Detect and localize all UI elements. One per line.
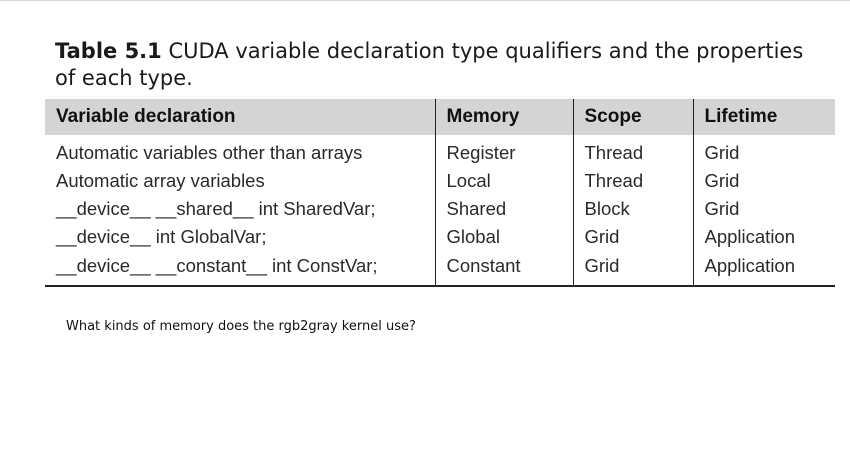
table-row: __device__ int GlobalVar; Global Grid Ap… (45, 223, 835, 251)
cell-memory: Global (434, 223, 573, 251)
top-divider (0, 0, 850, 1)
table-row: Automatic variables other than arrays Re… (45, 135, 835, 167)
cell-lifetime: Application (692, 251, 835, 286)
cell-memory: Register (434, 135, 573, 167)
cell-scope: Thread (572, 167, 693, 195)
column-header-variable-declaration: Variable declaration (45, 99, 435, 135)
table-row: Automatic array variables Local Thread G… (45, 167, 835, 195)
cell-variable-declaration: Automatic array variables (56, 170, 265, 191)
cell-memory: Local (434, 167, 573, 195)
table-caption-label: Table 5.1 (55, 39, 162, 63)
question-text: What kinds of memory does the rgb2gray k… (66, 319, 416, 334)
column-header-scope: Scope (572, 99, 693, 135)
cell-lifetime: Grid (692, 135, 835, 167)
cell-memory: Constant (434, 251, 573, 286)
cell-memory: Shared (434, 195, 573, 223)
cell-variable-declaration: __device__ int GlobalVar; (56, 226, 267, 247)
cell-scope: Grid (572, 223, 693, 251)
table-row: __device__ __shared__ int SharedVar; Sha… (45, 195, 835, 223)
column-header-memory: Memory (434, 99, 573, 135)
cell-lifetime: Grid (692, 195, 835, 223)
table-caption: Table 5.1 CUDA variable declaration type… (55, 38, 815, 92)
cell-scope: Grid (572, 251, 693, 286)
cell-variable-declaration: __device__ __shared__ int SharedVar; (56, 198, 376, 219)
table-caption-text: CUDA variable declaration type qualifier… (55, 39, 804, 90)
cell-lifetime: Application (692, 223, 835, 251)
cell-scope: Block (572, 195, 693, 223)
cell-variable-declaration: Automatic variables other than arrays (56, 142, 363, 163)
data-table: Variable declaration Memory Scope Lifeti… (45, 99, 835, 287)
memory-qualifier-table: Variable declaration Memory Scope Lifeti… (45, 99, 835, 287)
table-header-row: Variable declaration Memory Scope Lifeti… (45, 99, 835, 135)
column-header-lifetime: Lifetime (692, 99, 835, 135)
cell-scope: Thread (572, 135, 693, 167)
table-row: __device__ __constant__ int ConstVar; Co… (45, 251, 835, 286)
cell-lifetime: Grid (692, 167, 835, 195)
cell-variable-declaration: __device__ __constant__ int ConstVar; (56, 255, 378, 276)
